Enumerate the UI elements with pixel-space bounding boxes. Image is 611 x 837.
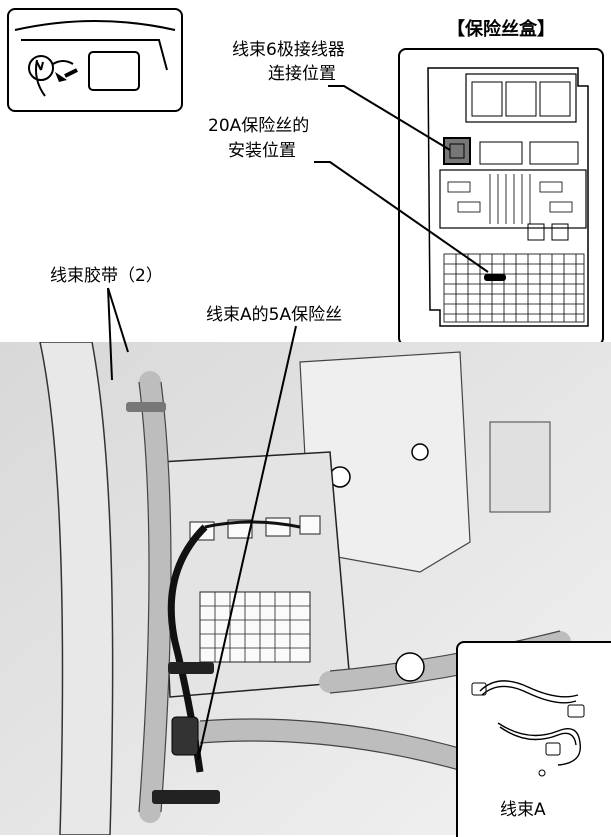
harness-a-icon: [471, 680, 585, 777]
harness-a-label: 线束A: [500, 800, 546, 820]
fuse-box-title: 【保险丝盒】: [447, 19, 555, 40]
cable-tie-label: 线束胶带（2）: [50, 266, 163, 286]
fuse-5a-label: 线束A的5A保险丝: [206, 305, 343, 325]
fuse-box-diagram: [398, 48, 604, 346]
fuse-20a-label-line2: 安装位置: [228, 141, 296, 161]
six-pole-connector-position: [443, 137, 471, 165]
harness-a-inset: [456, 641, 611, 837]
fuse-box-drawing: [427, 67, 589, 327]
dashboard-icon: [14, 20, 176, 97]
fuse-20a-label-line1: 20A保险丝的: [208, 116, 310, 136]
fuse-20a-position: [484, 274, 506, 281]
connector-location-label-line1: 线束6极接线器: [232, 40, 345, 60]
connector-location-label-line2: 连接位置: [268, 64, 336, 84]
dashboard-location-inset: [7, 8, 183, 112]
